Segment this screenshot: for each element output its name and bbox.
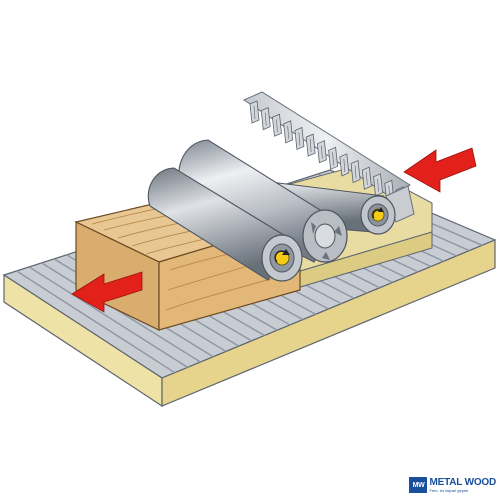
brand-name: METAL WOOD <box>429 476 496 488</box>
cutter-cylinder <box>178 139 348 263</box>
brand-tagline: Fém- és faipari gépek <box>429 487 469 493</box>
brand-logo: MW METAL WOOD Fém- és faipari gépek <box>409 477 496 493</box>
brand-badge: MW <box>409 477 428 493</box>
feed-direction-arrow-in <box>403 147 477 193</box>
pressure-comb <box>242 91 415 223</box>
feed-direction-arrow-out <box>71 271 143 313</box>
front-feed-roller <box>147 167 303 282</box>
table-side-face <box>161 239 496 407</box>
